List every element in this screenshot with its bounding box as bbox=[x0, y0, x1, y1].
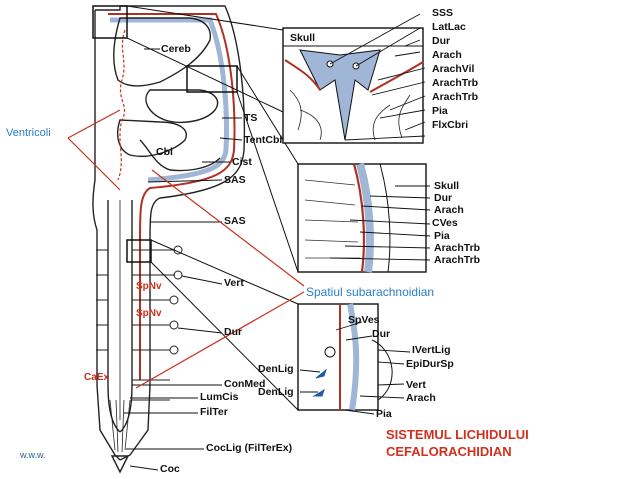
inset-top-item-8: FlxCbri bbox=[432, 119, 469, 131]
label-coc: Coc bbox=[160, 463, 180, 475]
label-cbl: Cbl bbox=[156, 146, 173, 158]
label-coclig: CocLig (FilTerEx) bbox=[206, 442, 293, 454]
inset-top-item-5: ArachTrb bbox=[432, 77, 479, 89]
label-sas-1: SAS bbox=[224, 174, 246, 186]
neuroaxis bbox=[92, 5, 246, 474]
label-cereb: Cereb bbox=[161, 43, 191, 55]
inset-mid-item-4: Pia bbox=[434, 230, 450, 242]
label-spnv-1: SpNv bbox=[136, 281, 162, 292]
title-line-2: CEFALORACHIDIAN bbox=[386, 444, 512, 459]
inset-bottom-dur: Dur bbox=[372, 328, 391, 340]
title-line-1: SISTEMUL LICHIDULUI bbox=[386, 427, 529, 442]
inset-top-item-3: Arach bbox=[432, 49, 462, 61]
inset-bottom-epidursp: EpiDurSp bbox=[406, 358, 454, 370]
zoom-boxes bbox=[92, 5, 238, 263]
label-lumcis: LumCis bbox=[200, 391, 239, 403]
inset-bottom bbox=[297, 303, 411, 415]
inset-middle bbox=[297, 162, 431, 273]
inset-mid-item-3: CVes bbox=[432, 217, 458, 229]
inset-top-item-2: Dur bbox=[432, 35, 451, 47]
label-caex: CaEx bbox=[84, 372, 110, 383]
label-ts: TS bbox=[244, 112, 258, 124]
label-filter: FilTer bbox=[200, 406, 228, 418]
label-sas-2: SAS bbox=[224, 215, 246, 227]
inset-top-skull: Skull bbox=[290, 32, 316, 44]
label-tentcbl: TentCbl bbox=[244, 134, 283, 146]
inset-bottom-vert: Vert bbox=[406, 379, 426, 391]
inset-mid-item-1: Dur bbox=[434, 192, 453, 204]
label-leaders bbox=[124, 5, 299, 471]
inset-bottom-arach: Arach bbox=[406, 392, 436, 404]
watermark-www: w.w.w. bbox=[20, 450, 46, 460]
red-leaders bbox=[67, 109, 305, 389]
inset-top bbox=[282, 13, 426, 144]
inset-mid-item-5: ArachTrb bbox=[434, 242, 481, 254]
label-cist: Cist bbox=[232, 156, 252, 168]
inset-bottom-ivertlig: IVertLig bbox=[412, 344, 451, 356]
inset-top-item-4: ArachVil bbox=[432, 63, 475, 75]
label-vert: Vert bbox=[224, 277, 244, 289]
inset-bottom-denlig-1: DenLig bbox=[258, 363, 294, 375]
label-dur: Dur bbox=[224, 326, 243, 338]
annotation-ventricoli: Ventricoli bbox=[6, 127, 51, 139]
inset-bottom-spves: SpVes bbox=[348, 314, 380, 326]
inset-mid-item-6: ArachTrb bbox=[434, 254, 481, 266]
inset-top-item-1: LatLac bbox=[432, 21, 466, 33]
label-conmed: ConMed bbox=[224, 378, 266, 390]
inset-top-item-6: ArachTrb bbox=[432, 91, 479, 103]
annotation-spatiul-subarachnoidian: Spatiul subarachnoidian bbox=[306, 285, 435, 299]
spinal-nerves bbox=[96, 245, 183, 401]
label-spnv-2: SpNv bbox=[136, 308, 162, 319]
inset-mid-item-2: Arach bbox=[434, 204, 464, 216]
inset-bottom-denlig-2: DenLig bbox=[258, 386, 294, 398]
inset-top-item-0: SSS bbox=[432, 7, 454, 19]
inset-mid-item-0: Skull bbox=[434, 180, 460, 192]
inset-bottom-pia: Pia bbox=[376, 408, 392, 420]
inset-top-item-7: Pia bbox=[432, 105, 448, 117]
